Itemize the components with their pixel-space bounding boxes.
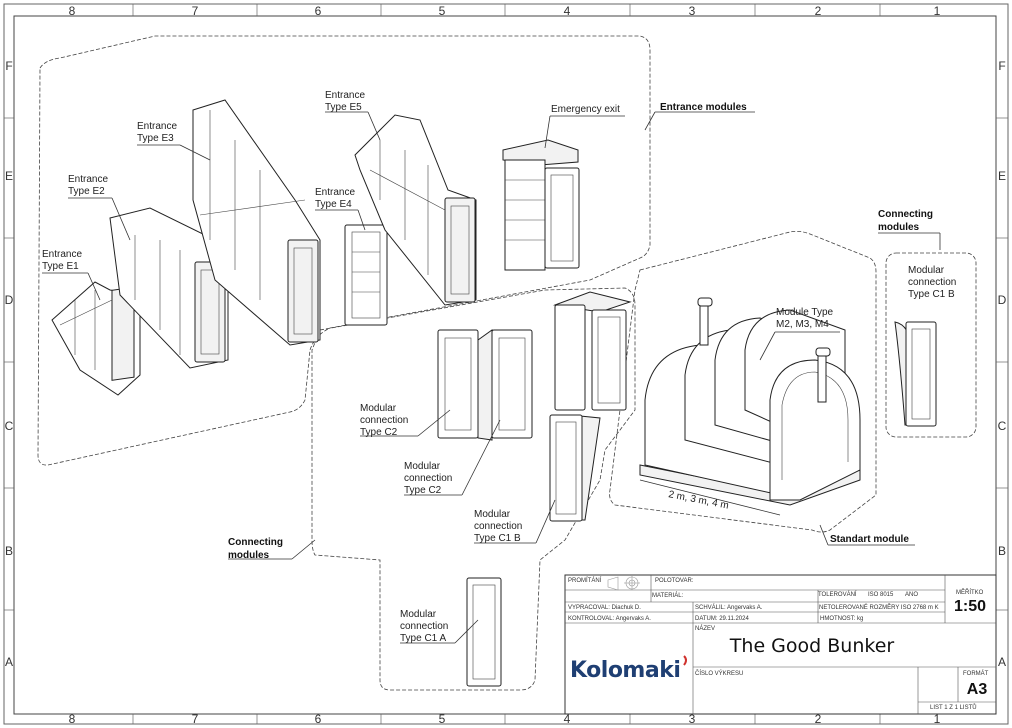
zone-dividers <box>4 4 1008 724</box>
svg-text:MATERIÁL:: MATERIÁL: <box>652 592 684 599</box>
svg-text:6: 6 <box>315 4 322 18</box>
svg-text:VYPRACOVAL: Diachuk D.: VYPRACOVAL: Diachuk D. <box>568 605 641 611</box>
standart-module-outline <box>609 230 877 533</box>
entrance-e4-part <box>344 224 388 326</box>
entrance-e2-part <box>109 207 229 369</box>
svg-text:5: 5 <box>439 4 446 18</box>
connection-c2-part-a <box>437 329 533 441</box>
svg-text:PROMÍTÁNÍ: PROMÍTÁNÍ <box>568 577 602 584</box>
svg-text:1: 1 <box>934 4 941 18</box>
scale-value: 1:50 <box>954 598 986 615</box>
row-labels-left: F E D C B A <box>5 59 14 669</box>
drawing-title: The Good Bunker <box>729 635 895 657</box>
row-labels-right: F E D C B A <box>998 59 1007 669</box>
svg-text:ANO: ANO <box>905 592 918 598</box>
svg-text:8: 8 <box>69 712 76 726</box>
svg-text:A: A <box>998 655 1006 669</box>
svg-text:DATUM: 29.11.2024: DATUM: 29.11.2024 <box>695 616 749 622</box>
connecting-modules-right-outline <box>885 252 977 438</box>
column-labels-top: 8 7 6 5 4 3 2 1 <box>69 4 941 18</box>
connection-c2-part-b <box>553 291 632 411</box>
svg-text:B: B <box>998 544 1006 558</box>
svg-text:D: D <box>5 293 14 307</box>
svg-text:2: 2 <box>815 712 822 726</box>
svg-text:F: F <box>998 59 1005 73</box>
svg-text:7: 7 <box>192 712 199 726</box>
entrance-modules-outline <box>37 35 651 466</box>
entrance-e5-part <box>354 114 477 306</box>
svg-text:TOLEROVÁNÍ: TOLEROVÁNÍ <box>818 591 857 598</box>
column-labels-bottom: 8 7 6 5 4 3 2 1 <box>69 712 941 726</box>
label-standart-module: Standart module <box>830 534 909 545</box>
svg-text:HMOTNOST: kg: HMOTNOST: kg <box>820 616 863 622</box>
standard-module-part <box>639 297 861 506</box>
svg-text:3: 3 <box>689 712 696 726</box>
svg-text:MĚŘÍTKO: MĚŘÍTKO <box>956 588 984 596</box>
projection-symbol-icon <box>607 576 640 591</box>
svg-text:D: D <box>998 293 1007 307</box>
svg-text:LIST 1 Z 1 LISTŮ: LIST 1 Z 1 LISTŮ <box>930 704 977 711</box>
format-value: A3 <box>967 681 988 698</box>
svg-text:8: 8 <box>69 4 76 18</box>
svg-text:E: E <box>998 169 1006 183</box>
label-emergency-exit: Emergency exit <box>551 104 620 115</box>
svg-text:5: 5 <box>439 712 446 726</box>
svg-text:ČÍSLO VÝKRESU: ČÍSLO VÝKRESU <box>695 670 743 677</box>
emergency-exit-part <box>502 139 580 271</box>
svg-text:4: 4 <box>564 4 571 18</box>
svg-text:2: 2 <box>815 4 822 18</box>
svg-text:7: 7 <box>192 4 199 18</box>
svg-text:A: A <box>5 655 13 669</box>
kolomaki-logo: Kolomaki <box>570 655 687 683</box>
svg-text:NÁZEV: NÁZEV <box>695 625 715 632</box>
connection-c1b-part <box>549 414 601 522</box>
leader-lines <box>42 111 941 644</box>
svg-text:SCHVÁLIL: Angervaks A.: SCHVÁLIL: Angervaks A. <box>695 604 763 611</box>
svg-text:6: 6 <box>315 712 322 726</box>
svg-text:NETOLEROVANÉ ROZMĚRY ISO 2768: NETOLEROVANÉ ROZMĚRY ISO 2768 m K <box>819 603 939 611</box>
dimension-label: 2 m, 3 m, 4 m <box>667 489 729 511</box>
entrance-e1-part <box>51 281 141 396</box>
svg-text:F: F <box>5 59 12 73</box>
svg-text:POLOTOVAR:: POLOTOVAR: <box>655 578 694 584</box>
svg-text:FORMÁT: FORMÁT <box>963 670 989 677</box>
svg-text:1: 1 <box>934 712 941 726</box>
title-block: PROMÍTÁNÍ POLOTOVAR: MATERIÁL: TOLEROVÁN… <box>564 574 997 715</box>
outer-frame <box>3 3 1009 725</box>
svg-text:C: C <box>5 419 14 433</box>
svg-text:4: 4 <box>564 712 571 726</box>
connection-c1b-right-part <box>894 321 937 427</box>
svg-text:B: B <box>5 544 13 558</box>
label-entrance-modules: Entrance modules <box>660 102 747 113</box>
entrance-e3-part <box>192 99 321 346</box>
svg-text:E: E <box>5 169 13 183</box>
svg-text:ISO 8015: ISO 8015 <box>868 592 894 598</box>
connection-c1a-part <box>466 577 502 687</box>
svg-text:KONTROLOVAL: Angervaks A.: KONTROLOVAL: Angervaks A. <box>568 616 651 622</box>
svg-text:3: 3 <box>689 4 696 18</box>
svg-text:Kolomaki: Kolomaki <box>570 658 680 683</box>
svg-text:C: C <box>998 419 1007 433</box>
